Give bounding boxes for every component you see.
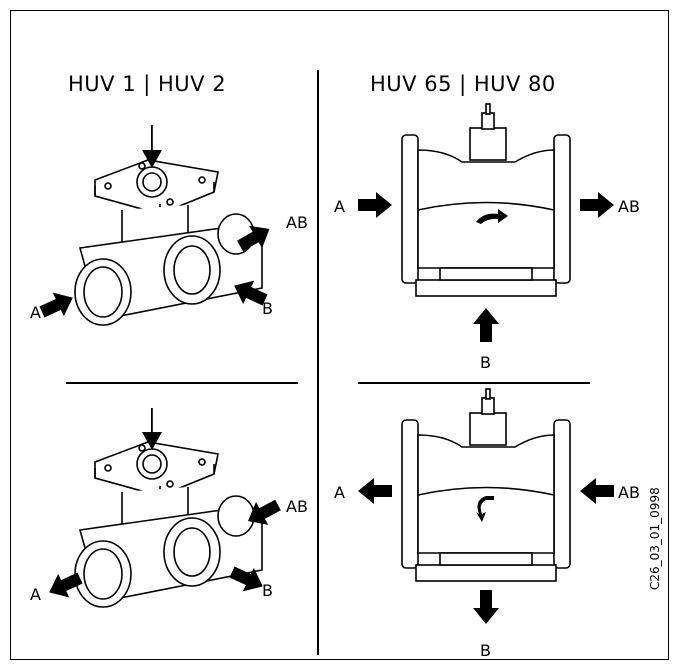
port-b-label: B: [480, 353, 491, 372]
port-a-label: A: [30, 303, 41, 322]
left-horizontal-divider: [66, 382, 298, 384]
port-ab-label: AB: [286, 497, 308, 516]
right-title: HUV 65 | HUV 80: [370, 72, 556, 96]
valve-huv65-top: [401, 103, 571, 297]
valve-huv1-top: [74, 159, 263, 326]
valve-huv65-bottom-arrows: [358, 478, 614, 624]
valve-huv1-top-arrows: [36, 125, 276, 324]
left-title: HUV 1 | HUV 2: [68, 72, 227, 96]
port-b-label: B: [262, 299, 273, 318]
port-b-label: B: [480, 641, 491, 660]
port-b-label: B: [262, 581, 273, 600]
port-a-label: A: [334, 197, 345, 216]
port-a-label: A: [30, 585, 41, 604]
port-ab-label: AB: [618, 483, 640, 502]
valve-huv65-top-arrows: [358, 192, 614, 342]
valve-huv65-bottom: [401, 388, 571, 582]
valve-huv1-bottom: [74, 441, 263, 608]
port-a-label: A: [334, 483, 345, 502]
port-ab-label: AB: [618, 197, 640, 216]
port-ab-label: AB: [286, 213, 308, 232]
diagram-frame: [10, 10, 669, 660]
valve-huv1-bottom-arrows: [43, 408, 285, 605]
right-horizontal-divider: [358, 382, 590, 384]
vertical-divider: [317, 70, 319, 655]
